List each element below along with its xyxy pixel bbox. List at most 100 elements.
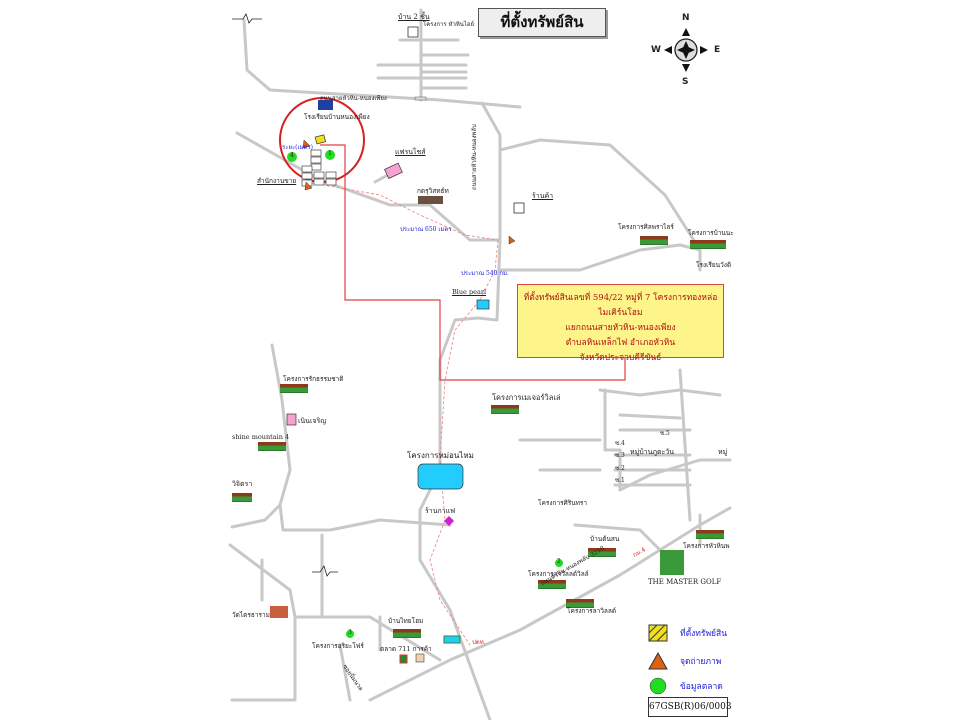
market-icon bbox=[415, 653, 425, 663]
project-banna-icon bbox=[690, 240, 726, 249]
gate-icon bbox=[414, 96, 427, 101]
pink-shop-marker[interactable] bbox=[384, 162, 403, 179]
temple-house-icon bbox=[418, 196, 443, 204]
property-address-box: ที่ตั้งทรัพย์สินเลขที่ 594/22 หมู่ที่ 7 … bbox=[517, 284, 724, 363]
road-top-left bbox=[235, 131, 502, 242]
label-project-nongphai: โครงการหม่อนไหม bbox=[407, 451, 474, 460]
school-icon bbox=[318, 100, 333, 110]
compass-rose bbox=[664, 28, 708, 72]
project-silpakorn-icon bbox=[640, 236, 668, 245]
compass-s: S bbox=[682, 77, 689, 87]
label-soi-5: ซ.5 bbox=[660, 430, 670, 437]
road-main-diagonal bbox=[368, 506, 732, 702]
label-temple-house: กตรุวิสทธ์ท bbox=[417, 187, 449, 195]
label-school-right: โรงเรียนวังดิ bbox=[696, 261, 732, 269]
road-huahin-soi bbox=[376, 38, 470, 90]
compass-e: E bbox=[714, 45, 721, 55]
compass-n: N bbox=[682, 13, 690, 23]
road-north-east bbox=[498, 138, 702, 272]
label-shine-mountain: shine mountain 4 bbox=[232, 433, 290, 441]
label-project-maejor: โครงการเมเจอร์วิลเล่ bbox=[492, 393, 561, 402]
label-approx-540: ประมาณ 540 กม. bbox=[461, 270, 509, 277]
reference-code: 67GSB(R)06/0003 bbox=[648, 697, 732, 717]
route-dashed bbox=[311, 182, 499, 646]
label-wijitra: วิจิตรา bbox=[232, 480, 253, 488]
page-title: ที่ตั้งทรัพย์สิน bbox=[478, 8, 606, 37]
hatched-square-icon bbox=[648, 624, 668, 642]
bus-sign-icon bbox=[443, 635, 461, 644]
market-data-marker-2[interactable] bbox=[555, 559, 563, 567]
label-house-2-storey: บ้าน 2 ชั้น bbox=[398, 13, 430, 21]
label-village-right: หมู่ bbox=[718, 448, 728, 456]
label-school: โรงเรียนบ้านหนองเพียง bbox=[304, 113, 370, 121]
road-upper-junction bbox=[418, 101, 502, 720]
seven-eleven-icon bbox=[399, 654, 408, 664]
address-line-4: จังหวัดประจวบคีรีขันธ์ bbox=[579, 353, 662, 363]
route-line bbox=[320, 144, 626, 381]
label-blue-pearl: Blue pearl bbox=[452, 288, 487, 296]
address-line-2: แยกถนนสายหัวหิน-หนองเพียง bbox=[565, 323, 676, 333]
house-2-storey-marker[interactable] bbox=[407, 26, 419, 38]
baan-ton-san-icon bbox=[588, 548, 616, 557]
label-distance-left: ระยะ(เมตร) bbox=[282, 144, 313, 151]
label-wat: วัดไตรธาราม bbox=[232, 611, 270, 619]
pink-nern-marker[interactable] bbox=[286, 413, 297, 426]
market-data-marker-4[interactable] bbox=[287, 152, 297, 162]
project-maejor-icon bbox=[491, 405, 519, 414]
label-ptt: ปตท. bbox=[472, 639, 486, 646]
baan-thai-icon bbox=[393, 629, 421, 638]
marker-label-3: 3 bbox=[348, 629, 352, 636]
label-project-huahin-right: โครงการหัวหินพ bbox=[683, 542, 730, 550]
label-project-lavender: โครงการลาวิลลด์ bbox=[567, 607, 617, 615]
label-road-nongphiang: ถนนสายหัวหิน-หนองเพียง bbox=[320, 95, 387, 102]
orange-triangle-icon bbox=[648, 652, 668, 670]
label-baan-thai: บ้านไทยโฮม bbox=[388, 617, 424, 625]
nongphai-lake[interactable] bbox=[417, 463, 464, 490]
compass-w: W bbox=[651, 45, 661, 55]
market-data-marker-3[interactable] bbox=[346, 630, 354, 638]
legend-property-label: ที่ตั้งทรัพย์สิน bbox=[680, 629, 728, 639]
road-north-west bbox=[242, 18, 522, 109]
address-line-3: ตำบลหินเหล็กไฟ อำเภอหัวหิน bbox=[565, 338, 676, 348]
photo-point-icon[interactable] bbox=[304, 181, 313, 191]
label-project-ariya: โครงการอริยะโฟร์ bbox=[312, 642, 364, 650]
market-data-marker-1[interactable] bbox=[325, 150, 335, 160]
label-market: ตลาด 711 การค้า bbox=[380, 645, 432, 653]
coffee-shop-marker[interactable] bbox=[444, 516, 454, 526]
marker-label-1: 1 bbox=[328, 150, 332, 157]
road-village bbox=[598, 368, 732, 522]
road-break-icon bbox=[312, 565, 338, 577]
road-west-2 bbox=[278, 503, 452, 532]
shop-right-marker[interactable] bbox=[513, 202, 525, 214]
label-project-lavender-valley: โครงการลาวิลลด์วิลล์ bbox=[528, 570, 589, 578]
lavender-valley-icon bbox=[538, 580, 566, 589]
photo-point-icon[interactable] bbox=[302, 139, 311, 149]
label-project-banna: โครงการบ้านนะ bbox=[688, 229, 734, 237]
property-lot-icon[interactable] bbox=[314, 134, 327, 145]
green-circle-icon bbox=[649, 677, 667, 695]
blue-pearl-marker[interactable] bbox=[476, 299, 490, 310]
road-sirintra bbox=[518, 438, 662, 552]
label-project-rak-thammachat: โครงการรักธรรมชาติ bbox=[283, 375, 344, 383]
label-soi-4: ซ.4 bbox=[615, 440, 625, 447]
legend-property: ที่ตั้งทรัพย์สิน bbox=[648, 624, 727, 642]
label-coffee-shop: ร้านกาแฟ bbox=[425, 507, 456, 515]
wat-icon bbox=[270, 606, 288, 618]
label-shop-right: ร้านค้า bbox=[532, 192, 554, 200]
wijitra-icon bbox=[232, 493, 252, 502]
photo-point-icon[interactable] bbox=[508, 235, 516, 245]
label-village: หมู่บ้านภูตะวัน bbox=[630, 448, 675, 456]
label-project-silpakorn: โครงการศิลพราไลร์ bbox=[618, 223, 674, 231]
legend-photo-point-label: จุดถ่ายภาพ bbox=[680, 657, 722, 667]
label-nern-charoen: เนินเจริญ bbox=[298, 417, 327, 425]
road-break-icon bbox=[232, 13, 262, 24]
label-pink-shop: แฟรนไชส์ bbox=[395, 148, 426, 156]
shine-mountain-icon bbox=[258, 442, 286, 451]
road-sw-cross bbox=[293, 533, 442, 662]
road-soi-bottom bbox=[338, 643, 352, 702]
legend-market-data: ข้อมูลตลาด bbox=[648, 677, 723, 695]
label-soi-3: ซ.3 bbox=[615, 452, 625, 459]
project-rak-icon bbox=[280, 384, 308, 393]
golf-icon bbox=[660, 550, 684, 575]
legend-photo-point: จุดถ่ายภาพ bbox=[648, 652, 721, 670]
